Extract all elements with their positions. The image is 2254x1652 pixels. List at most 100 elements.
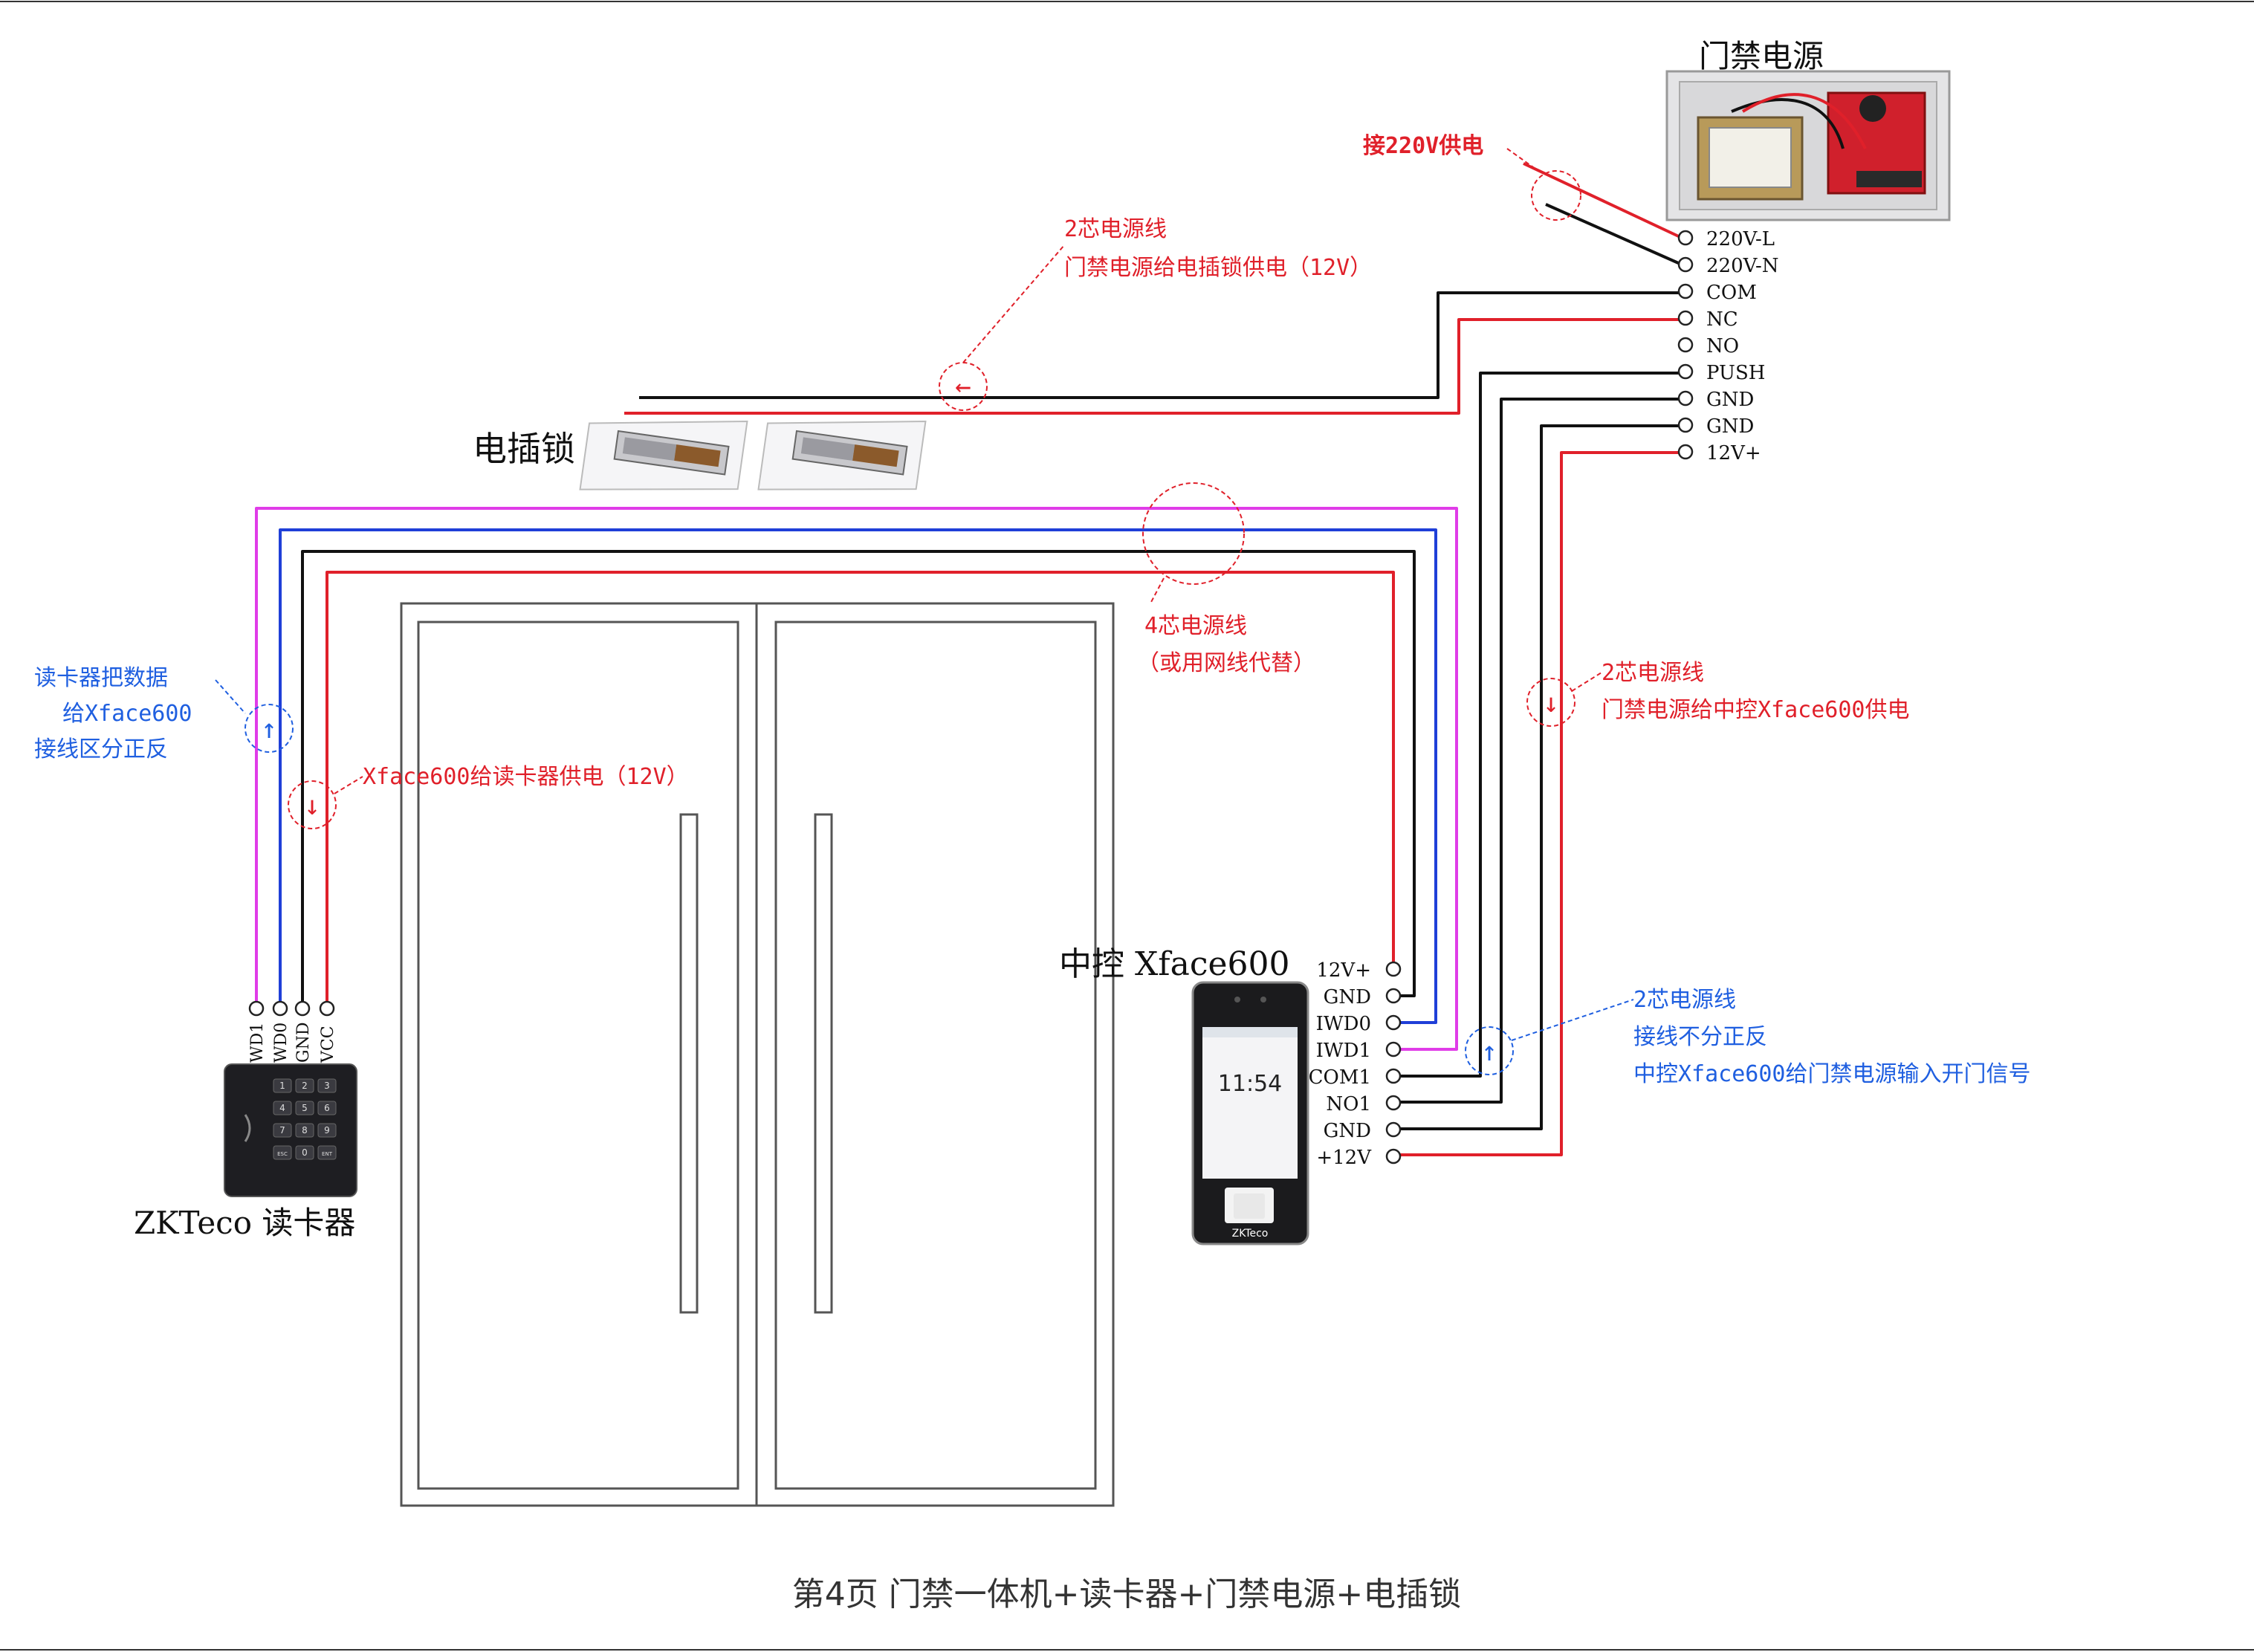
xface600-device: 11:54 ZKTeco 中控 Xface600 — [1059, 945, 1309, 1246]
controller-terminal-label: NO1 — [1326, 1093, 1371, 1115]
reader-key — [273, 1101, 292, 1115]
controller-label: 中控 Xface600 — [1059, 945, 1290, 983]
reader-key-label: 9 — [324, 1125, 330, 1136]
reader-terminal-point — [319, 1000, 335, 1017]
controller-power-note-2: 门禁电源给中控Xface600供电 — [1602, 697, 1910, 723]
wire-mains-n — [1545, 203, 1683, 266]
psu-terminal-label: PUSH — [1706, 362, 1765, 384]
reader-label: ZKTeco 读卡器 — [134, 1205, 355, 1241]
reader-key-label: 2 — [302, 1081, 308, 1091]
device-screen-time: 11:54 — [1218, 1071, 1282, 1097]
reader-key-label: ESC — [277, 1151, 288, 1157]
capacitor — [1859, 95, 1886, 122]
reader-data-note-2: 给Xface600 — [62, 701, 192, 727]
controller-power-arrow-icon: ↓ — [1543, 688, 1559, 719]
reader-data-arrow-icon: ↑ — [261, 714, 277, 745]
reader-key-label: 0 — [302, 1147, 308, 1158]
controller-terminal-point — [1385, 1068, 1402, 1084]
reader-data-circle — [244, 704, 294, 753]
lock-wire-note-2: 门禁电源给电插锁供电（12V） — [1064, 255, 1372, 281]
reader-key — [317, 1078, 337, 1093]
controller-power-note-1: 2芯电源线 — [1602, 660, 1704, 686]
right-door-handle — [814, 813, 833, 1314]
reader-terminal-label: GND — [294, 1023, 313, 1063]
controller-terminal-point — [1385, 1014, 1402, 1031]
psu-terminal-point — [1677, 310, 1694, 326]
mains-note: 接220V供电 — [1363, 133, 1483, 159]
psu-terminal-point — [1677, 444, 1694, 460]
psu-terminal-label: GND — [1706, 415, 1754, 438]
controller-terminal-point — [1385, 1148, 1402, 1165]
wire-wd1 — [255, 507, 1458, 1051]
reader-key — [317, 1101, 337, 1115]
controller-terminal-point — [1385, 961, 1402, 977]
controller-terminal-label: +12V — [1316, 1147, 1372, 1169]
signal-note-3: 中控Xface600给门禁电源输入开门信号 — [1633, 1061, 2031, 1087]
reader-terminal-point — [272, 1000, 288, 1017]
terminal-block — [1856, 171, 1922, 187]
wires — [255, 162, 1683, 1156]
reader-power-note: Xface600给读卡器供电（12V） — [363, 764, 689, 790]
psu-terminal-point — [1677, 417, 1694, 433]
wire-12v-power — [1393, 451, 1682, 1156]
annotations: 接220V供电 ← 2芯电源线 门禁电源给电插锁供电（12V） 4芯电源线 （或… — [34, 133, 2031, 1087]
double-door — [400, 602, 1115, 1507]
signal-note-1: 2芯电源线 — [1633, 987, 1736, 1013]
reader-power-circle — [288, 780, 337, 829]
controller-terminal-point — [1385, 1041, 1402, 1057]
controller-terminal-point — [1385, 988, 1402, 1004]
psu-terminal-label: 12V+ — [1706, 442, 1761, 464]
four-core-note-2: （或用网线代替） — [1137, 650, 1315, 676]
reader-key — [295, 1078, 314, 1093]
psu-terminal-label: COM — [1706, 282, 1757, 304]
wire-gnd-power — [1393, 424, 1682, 1130]
reader-key — [273, 1145, 292, 1160]
wire-mains-l — [1523, 162, 1683, 239]
psu-title: 门禁电源 — [1699, 38, 1824, 74]
psu-terminal-label: GND — [1706, 389, 1754, 411]
controller-terminal-label: IWD0 — [1316, 1013, 1371, 1035]
reader-terminal-point — [248, 1000, 265, 1017]
psu-terminal-point — [1677, 230, 1694, 246]
wire-lock-com — [639, 291, 1682, 399]
signal-circle — [1465, 1026, 1514, 1075]
controller-terminal-label: IWD1 — [1316, 1040, 1371, 1062]
reader-key — [317, 1145, 337, 1160]
wire-wd0 — [279, 528, 1437, 1024]
psu-terminal-point — [1677, 390, 1694, 406]
controller-power-circle — [1526, 678, 1575, 727]
reader-key-label: 7 — [279, 1125, 285, 1136]
reader-key — [273, 1078, 292, 1093]
reader-key-label: 4 — [279, 1103, 285, 1113]
psu-terminal-point — [1677, 363, 1694, 380]
lock-label: 电插锁 — [473, 429, 575, 469]
reader-key-label: 5 — [302, 1103, 308, 1113]
wire-reader-gnd — [301, 550, 1416, 1008]
psu-terminal-label: 220V-L — [1706, 228, 1775, 250]
lock-wire-arrow-icon: ← — [955, 372, 971, 402]
reader-key-label: 3 — [324, 1081, 330, 1091]
signal-arrow-icon: ↑ — [1481, 1037, 1497, 1067]
reader-key-label: 8 — [302, 1125, 308, 1136]
four-core-circle — [1142, 482, 1245, 585]
controller-terminal-label: 12V+ — [1316, 959, 1371, 982]
reader-key — [295, 1145, 314, 1160]
device-screen — [1202, 1027, 1298, 1179]
reader-power-arrow-icon: ↓ — [304, 791, 320, 821]
psu-terminal-point — [1677, 256, 1694, 273]
wire-push — [1393, 372, 1682, 1078]
wire-lock-nc — [624, 318, 1682, 415]
reader-key — [295, 1101, 314, 1115]
electric-bolt-lock: 电插锁 — [473, 421, 927, 490]
psu-terminal-point — [1677, 283, 1694, 299]
signal-note-2: 接线不分正反 — [1633, 1024, 1767, 1050]
reader-data-note-1: 读卡器把数据 — [34, 665, 168, 691]
reader-terminal-label: VCC — [319, 1026, 337, 1063]
psu-terminal-point — [1677, 337, 1694, 353]
reader-terminal-label: WD1 — [248, 1023, 267, 1063]
reader-key — [317, 1123, 337, 1138]
